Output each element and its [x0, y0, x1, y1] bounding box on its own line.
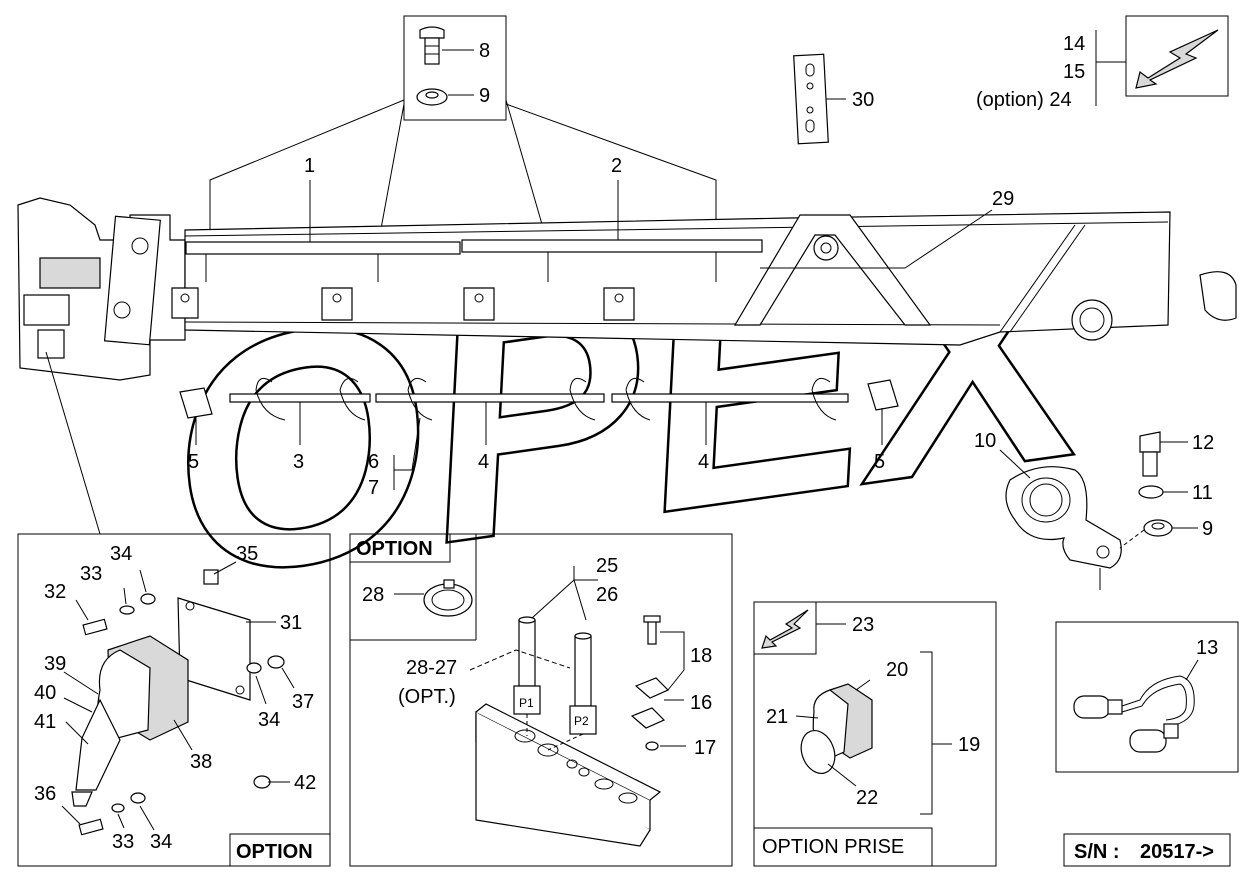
boom-assembly	[17, 197, 1237, 381]
label-31: 31	[280, 612, 302, 634]
label-19: 19	[958, 734, 980, 756]
label-11: 11	[1192, 482, 1213, 504]
option-mid-label: OPTION	[356, 538, 433, 560]
label-34-top: 34	[110, 543, 132, 565]
pin-p1: P1	[519, 696, 534, 710]
lightning-icon	[1135, 29, 1219, 89]
pin-p2: P2	[574, 714, 589, 728]
plug-icon	[800, 683, 873, 774]
label-16: 16	[690, 692, 712, 714]
label-26: 26	[596, 584, 618, 606]
washer-icon	[119, 605, 135, 615]
label-35: 35	[236, 543, 258, 565]
label-1: 1	[304, 155, 315, 177]
label-25: 25	[596, 555, 618, 577]
label-3: 3	[293, 451, 304, 473]
label-9-right: 9	[1202, 518, 1213, 540]
label-5-left: 5	[188, 451, 199, 473]
label-24: (option) 24	[976, 89, 1072, 111]
clip-icon	[255, 377, 286, 421]
label-32: 32	[44, 581, 66, 603]
label-34-mid: 34	[258, 709, 280, 731]
washer-icon	[416, 88, 448, 106]
washer-icon	[1138, 485, 1164, 499]
lightning-icon	[761, 609, 809, 649]
top-fastener-box: 8 9	[403, 15, 507, 121]
option-left-label: OPTION	[236, 841, 313, 863]
strip-row	[179, 377, 899, 421]
label-40: 40	[34, 682, 56, 704]
bolt-icon	[1139, 431, 1161, 477]
label-33-top: 33	[80, 563, 102, 585]
serial-value: 20517->	[1140, 841, 1214, 863]
label-4-right: 4	[698, 451, 709, 473]
label-41: 41	[34, 711, 56, 733]
bolt-icon	[647, 619, 657, 645]
label-39: 39	[44, 653, 66, 675]
socket-icon	[71, 569, 251, 807]
bolt-icon	[419, 26, 445, 65]
sticker-5-right	[867, 379, 899, 411]
label-plate-icon	[793, 53, 829, 145]
label-18: 18	[690, 645, 712, 667]
label-29: 29	[992, 188, 1014, 210]
label-36: 36	[34, 783, 56, 805]
label-2: 2	[611, 155, 622, 177]
label-42: 42	[294, 772, 316, 794]
label-14: 14	[1063, 33, 1085, 55]
label-7: 7	[368, 477, 379, 499]
label-38: 38	[190, 751, 212, 773]
label-37: 37	[292, 691, 314, 713]
label-4-left: 4	[478, 451, 489, 473]
label-22: 22	[856, 787, 878, 809]
clamp-icon	[1005, 466, 1122, 569]
label-28-27: 28-27	[406, 657, 457, 679]
label-33-bottom: 33	[112, 831, 134, 853]
label-9: 9	[479, 85, 490, 107]
label-13: 13	[1196, 637, 1218, 659]
sensor-icon	[1073, 675, 1195, 753]
label-5-right: 5	[874, 451, 885, 473]
clamp-icon	[423, 579, 473, 617]
label-6: 6	[368, 451, 379, 473]
label-23: 23	[852, 614, 874, 636]
label-8: 8	[479, 40, 490, 62]
option-prise-label: OPTION PRISE	[762, 836, 904, 858]
label-15: 15	[1063, 61, 1085, 83]
label-17: 17	[694, 737, 716, 759]
label-34-bottom: 34	[150, 831, 172, 853]
label-20: 20	[886, 659, 908, 681]
label-30: 30	[852, 89, 874, 111]
sticker-5-left	[179, 387, 213, 419]
label-12: 12	[1192, 432, 1214, 454]
label-opt: (OPT.)	[398, 686, 456, 708]
serial-label: S/N :	[1074, 841, 1120, 863]
label-21: 21	[766, 706, 788, 728]
label-10: 10	[974, 430, 996, 452]
label-28: 28	[362, 584, 384, 606]
